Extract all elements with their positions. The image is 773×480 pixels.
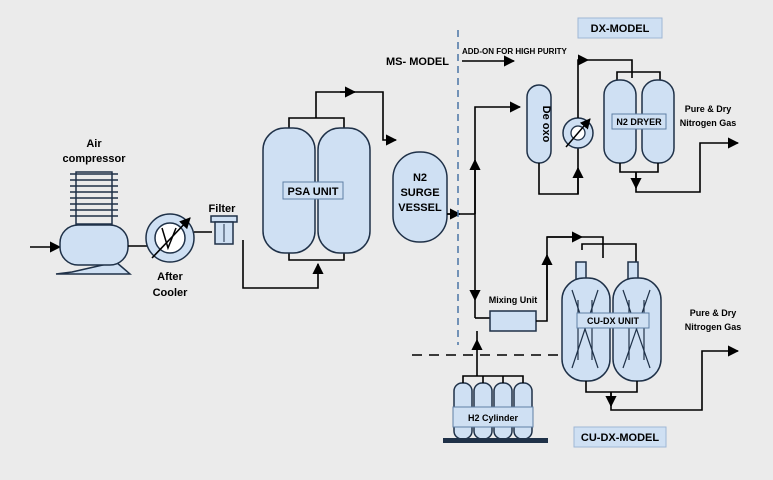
- n2-dryer-label: N2 DRYER: [616, 117, 662, 127]
- after-cooler-label-2: Cooler: [153, 287, 189, 299]
- surge-label-2: SURGE: [400, 187, 439, 199]
- h2-cylinder-label: H2 Cylinder: [468, 413, 519, 423]
- air-compressor: Air compressor: [30, 138, 133, 275]
- filter-label: Filter: [209, 203, 237, 215]
- deoxo-reactor: De oxo: [526, 84, 552, 164]
- deoxo-label: De oxo: [540, 106, 552, 143]
- riser-to-deoxo-pipe: [474, 101, 522, 214]
- filter-to-psa-pipe: [242, 240, 324, 289]
- cudx-model-label: CU-DX-MODEL: [581, 432, 659, 444]
- output2-label-1: Pure & Dry: [690, 308, 737, 318]
- h2-cylinder-bank: H2 Cylinder: [443, 375, 548, 443]
- dx-model-label: DX-MODEL: [591, 23, 650, 35]
- cudx-unit: CU-DX UNIT: [561, 236, 662, 393]
- surge-label-3: VESSEL: [398, 202, 442, 214]
- cudx-model-badge: [573, 426, 667, 448]
- air-compressor-label-2: compressor: [63, 153, 127, 165]
- output2-label-2: Nitrogen Gas: [685, 322, 742, 332]
- psa-unit-label: PSA UNIT: [288, 186, 339, 198]
- cudx-tower-left: [561, 277, 611, 382]
- ms-model-label: MS- MODEL: [386, 56, 449, 68]
- n2-dryer: N2 DRYER: [588, 59, 675, 173]
- output1-label-2: Nitrogen Gas: [680, 118, 737, 128]
- output1-label-1: Pure & Dry: [685, 104, 732, 114]
- add-on-label: ADD-ON FOR HIGH PURITY: [462, 47, 568, 56]
- psa-unit: PSA UNIT: [262, 117, 371, 261]
- hx-to-dryer-pipe: [577, 54, 590, 118]
- surge-label-1: N2: [413, 172, 427, 184]
- filter: Filter: [209, 203, 238, 245]
- n2-surge-vessel: N2 SURGE VESSEL: [392, 151, 448, 243]
- cudx-unit-label: CU-DX UNIT: [587, 316, 639, 326]
- after-cooler: After Cooler: [145, 213, 195, 299]
- dx-heat-exchanger: [562, 117, 594, 149]
- air-compressor-label-1: Air: [86, 138, 102, 150]
- dx-model-badge: [577, 17, 663, 39]
- psa-to-surge-pipe: [315, 91, 398, 146]
- mixing-unit: Mixing Unit: [489, 295, 538, 332]
- mixing-unit-label: Mixing Unit: [489, 295, 538, 305]
- after-cooler-label-1: After: [157, 271, 183, 283]
